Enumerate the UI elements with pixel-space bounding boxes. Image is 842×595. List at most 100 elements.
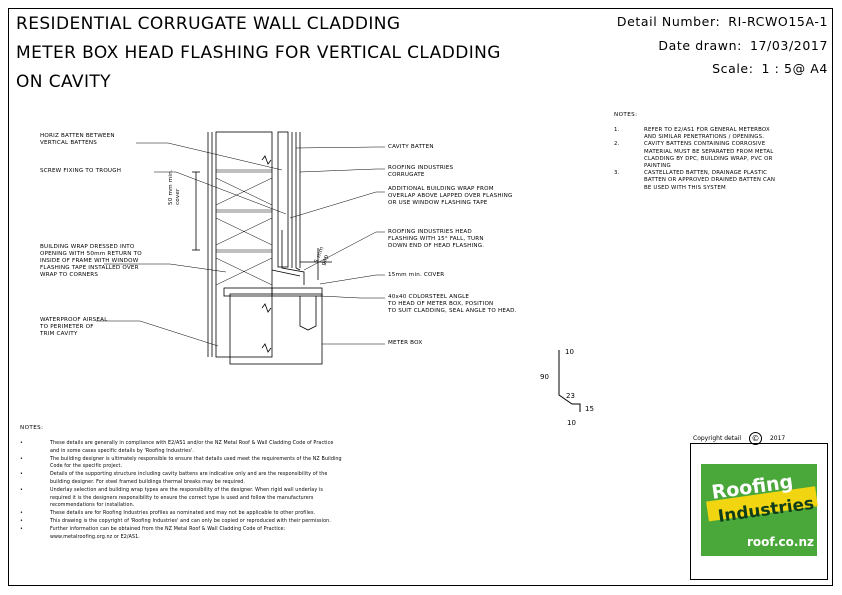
profile-dim-bottom: 10 [567,419,576,427]
additional-wrap-line-3: OR USE WINDOW FLASHING TAPE [388,200,488,206]
logo-url: roof.co.nz [747,535,814,549]
notes-right: 1. REFER TO E2/AS1 FOR GENERAL METERBOX … [614,127,829,192]
building-wrap-label: BUILDING WRAP DRESSED INTO OPENING WITH … [40,244,142,279]
profile-dim-height: 90 [540,373,549,381]
note-bottom-item: • Further information can be obtained fr… [20,526,440,542]
note-right-item: 3. CASTELLATED BATTEN, DRAINAGE PLASTIC … [614,170,829,192]
angle-line-2: TO HEAD OF METER BOX, POSITION [388,301,494,307]
horiz-batten-line-1: HORIZ BATTEN BETWEEN [40,133,115,139]
building-wrap-line-4: FLASHING TAPE INSTALLED OVER [40,265,139,271]
title-line-1: RESIDENTIAL CORRUGATE WALL CLADDING [16,14,401,34]
note-text: CASTELLATED BATTEN, DRAINAGE PLASTIC [644,170,768,177]
note-text: REFER TO E2/AS1 FOR GENERAL METERBOX [644,127,770,133]
note-text: These details are for Roofing Industries… [50,511,316,517]
scale-label: Scale: [712,61,754,76]
logo-yellow-band [706,486,818,522]
note-text: CLADDING BY DPC, BUILDING WRAP, PVC OR [644,155,773,162]
min-cover-dimension: 50 mm min. cover [168,169,182,205]
bullet: • [20,472,23,478]
note-right-item: 1. REFER TO E2/AS1 FOR GENERAL METERBOX … [614,127,829,141]
copyright-line: Copyright detail © 2017 [693,432,785,445]
additional-wrap-label: ADDITIONAL BUILDING WRAP FROM OVERLAP AB… [388,186,513,207]
note-text: BE USED WITH THIS SYSTEM [644,184,726,191]
min-cover-line-2: cover [175,188,181,205]
notes-right-header: NOTES: [614,112,638,118]
title-line-2: METER BOX HEAD FLASHING FOR VERTICAL CLA… [16,43,501,63]
profile-dim-return: 15 [585,405,594,413]
copyright-year: 2017 [769,435,786,442]
bullet: • [20,487,23,493]
min-cover-line-1: 50 mm min. [168,169,174,205]
bullet: • [20,511,23,517]
note-text: This drawing is the copyright of 'Roofin… [50,518,331,524]
angle-line-3: TO SUIT CLADDING, SEAL ANGLE TO HEAD. [388,308,517,314]
notes-bottom: • These details are generally in complia… [20,440,440,541]
roofing-corrugate-line-2: CORRUGATE [388,172,425,178]
note-text: PAINTING [644,163,671,170]
waterproof-line-3: TRIM CAVITY [40,331,78,337]
detail-number-value: RI-RCWO15A-1 [728,14,828,29]
note-text: BATTEN OR APPROVED DRAINED BATTEN CAN [644,177,776,184]
detail-number: Detail Number: RI-RCWO15A-1 [617,14,828,29]
head-flashing-line-1: ROOFING INDUSTRIES HEAD [388,229,472,235]
cover-label: 15mm min. COVER [388,272,445,278]
roofing-corrugate-line-1: ROOFING INDUSTRIES [388,165,454,171]
bullet: • [20,441,23,446]
horiz-batten-line-2: VERTICAL BATTENS [40,140,97,146]
note-text: The building designer is ultimately resp… [50,456,342,462]
note-text: Further information can be obtained from… [50,526,286,532]
waterproof-line-1: WATERPROOF AIRSEAL [40,317,108,323]
colorsteel-angle-label: 40x40 COLORSTEEL ANGLE TO HEAD OF METER … [388,294,517,315]
cavity-batten [277,131,289,268]
building-wrap-line-5: WRAP TO CORNERS [40,272,99,278]
note-text: Code for the specific project. [50,464,123,470]
bullet: • [20,526,23,532]
notes-bottom-header: NOTES: [20,425,44,431]
note-text: building designer. For steel framed buil… [50,479,246,485]
detail-number-label: Detail Number: [616,14,721,29]
profile-dim-top: 10 [565,348,574,356]
scale-value: 1 : 5@ A4 [761,61,828,76]
note-number: 2. [614,141,620,148]
head-flashing-line-3: DOWN END OF HEAD FLASHING. [388,243,485,249]
date-drawn-value: 17/03/2017 [749,38,828,53]
note-text: Details of the supporting structure incl… [50,472,328,478]
building-wrap-line-1: BUILDING WRAP DRESSED INTO [40,244,135,250]
note-right-item: 2. CAVITY BATTENS CONTAINING CORROSIVE M… [614,141,829,170]
note-number: 1. [614,127,620,133]
copyright-label: Copyright detail [693,435,742,442]
additional-wrap-line-2: OVERLAP ABOVE LAPPED OVER FLASHING [388,193,513,199]
copyright-icon: © [749,432,763,445]
drawing-sheet-border [8,8,833,586]
corrugate-cladding [295,132,301,271]
note-text: Underlay selection and building wrap typ… [50,487,323,493]
note-text: MATERIAL MUST BE SEPARATED FROM METAL [644,148,774,155]
building-wrap-line-2: OPENING WITH 50mm RETURN TO [40,251,142,257]
waterproof-airseal-label: WATERPROOF AIRSEAL TO PERIMETER OF TRIM … [40,317,108,338]
meter-box-label: METER BOX [388,340,423,346]
logo-frame: Roofing Industries roof.co.nz [690,443,828,580]
note-text: and in some cases specific details by 'R… [50,448,194,454]
head-flashing [281,230,305,285]
note-text: AND SIMILAR PENETRATIONS / OPENINGS. [644,134,765,141]
bullet: • [20,456,23,462]
horiz-batten-label: HORIZ BATTEN BETWEEN VERTICAL BATTENS [40,133,115,147]
note-text: These details are generally in complianc… [50,441,334,446]
waterproof-line-2: TO PERIMETER OF [40,324,94,330]
framing-outline [215,131,273,358]
note-text: required it is the designers responsibil… [50,495,314,501]
date-drawn-label: Date drawn: [658,38,742,53]
note-bottom-item: • These details are for Roofing Industri… [20,510,440,518]
screw-fixing-label: SCREW FIXING TO TROUGH [40,168,122,174]
bullet: • [20,518,23,524]
profile-dim-slope: 23 [566,392,575,400]
head-flashing-line-2: FLASHING WITH 15° FALL, TURN [388,236,484,242]
detail-scale: Scale: 1 : 5@ A4 [712,61,828,76]
title-line-3: ON CAVITY [16,72,111,92]
note-bottom-item: • Underlay selection and building wrap t… [20,487,440,510]
note-number: 3. [614,170,620,177]
note-bottom-item: • These details are generally in complia… [20,440,440,456]
note-bottom-item: • This drawing is the copyright of 'Roof… [20,518,440,526]
building-wrap-line-3: INSIDE OF FRAME WITH WINDOW [40,258,139,264]
